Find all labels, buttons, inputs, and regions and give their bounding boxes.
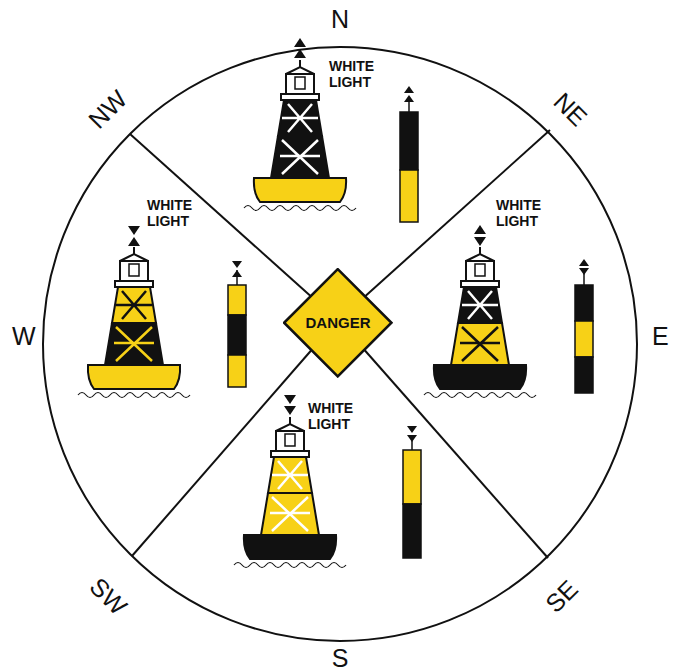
light-label: WHITE LIGHT [308,400,360,432]
danger-diamond: DANGER [283,268,393,378]
compass-point: SE [540,574,584,618]
light-label: WHITE LIGHT [329,58,381,90]
compass-point: E [652,322,669,351]
compass-point: N [331,5,349,34]
danger-text: DANGER [305,314,370,331]
compass-point: NE [547,87,592,132]
compass-point: SW [84,572,133,621]
compass-point: NW [83,85,133,135]
light-label: WHITE LIGHT [147,197,199,229]
compass-point: W [12,322,36,351]
light-label: WHITE LIGHT [496,197,548,229]
compass-point: S [332,644,349,672]
